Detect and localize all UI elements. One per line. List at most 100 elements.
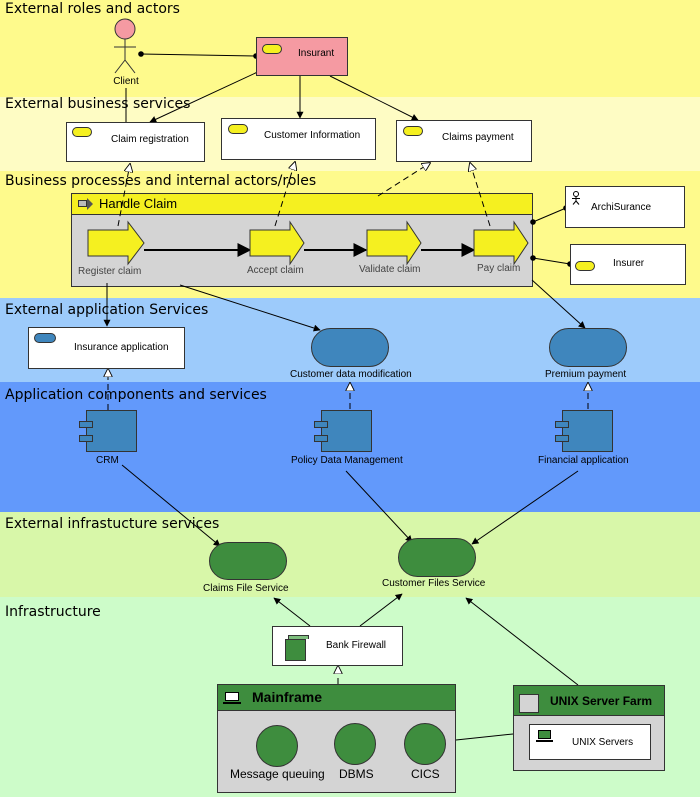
component-tab-icon [79, 435, 93, 442]
premium-payment-label: Premium payment [545, 369, 627, 380]
dbms-label: DBMS [339, 767, 374, 781]
customer-data-modification-service[interactable] [311, 328, 389, 367]
insurant-claims-payment-link [329, 75, 419, 121]
band-infrastructure-services: External infrastucture services [0, 512, 700, 597]
accept-claim-realizes-link [274, 162, 295, 227]
app-service-icon [34, 333, 56, 343]
insurer-label: Insurer [613, 258, 645, 269]
insurant-label: Insurant [298, 48, 335, 59]
handle-claim-title: Handle Claim [99, 196, 178, 211]
unix-farm-header: UNIX Server Farm [514, 686, 664, 716]
claims-file-service-label: Claims File Service [203, 583, 289, 594]
handle-claim-process[interactable]: Handle Claim [71, 193, 533, 287]
unix-servers-node[interactable]: UNIX Servers [529, 724, 651, 760]
business-service-icon [72, 127, 92, 137]
firewall-customer-files-link [359, 593, 403, 627]
process-archisurance-link [530, 205, 569, 225]
cics-node[interactable] [404, 723, 446, 765]
customer-files-service-label: Customer Files Service [382, 578, 486, 589]
bank-firewall-node[interactable]: Bank Firewall [272, 626, 403, 666]
mainframe-title: Mainframe [252, 689, 323, 705]
computer-icon [225, 692, 239, 701]
financial-application-label: Financial application [538, 455, 629, 466]
client-label: Client [113, 76, 139, 87]
insurance-application-label: Insurance application [74, 342, 169, 353]
financial-application-component[interactable] [555, 410, 613, 452]
mainframe-node[interactable]: Mainframe Message queuing DBMS CICS [217, 684, 456, 793]
validate-claim-step-shape[interactable] [366, 220, 422, 266]
client-insurant-link [138, 51, 259, 59]
node-icon-depth [288, 635, 309, 639]
unix-farm-title: UNIX Server Farm [550, 694, 653, 708]
claims-file-service[interactable] [209, 542, 287, 580]
register-customer-data-link [179, 284, 321, 332]
register-claim-realizes-link [117, 164, 130, 227]
accept-claim-label: Accept claim [247, 265, 304, 276]
pay-premium-payment-link [531, 279, 586, 329]
dbms-node[interactable] [334, 723, 376, 765]
component-tab-icon [555, 435, 569, 442]
message-queuing-node[interactable] [256, 725, 298, 767]
customer-files-service[interactable] [398, 538, 476, 577]
band-title-business-services: External business services [5, 96, 191, 112]
unix-server-farm-node[interactable]: UNIX Server Farm UNIX Servers [513, 685, 665, 771]
process-arrow-icon-tip [87, 198, 93, 210]
component-tab-icon [555, 421, 569, 428]
pdm-customer-files-link [345, 470, 413, 543]
process-insurer-link [530, 255, 573, 267]
band-title-business-processes: Business processes and internal actors/r… [5, 173, 317, 189]
band-title-infrastructure-services: External infrastucture services [5, 516, 220, 532]
crm-claims-file-link [121, 464, 221, 547]
business-service-icon [403, 126, 423, 136]
insurant-claim-registration-link [149, 69, 263, 123]
process-claims-payment-link [377, 163, 430, 197]
client-actor-icon[interactable] [114, 18, 136, 74]
handle-claim-header: Handle Claim [72, 194, 532, 215]
role-icon [575, 261, 595, 271]
financial-customer-files-link [471, 470, 579, 545]
premium-payment-service[interactable] [549, 328, 627, 367]
insurer-role[interactable]: Insurer [570, 244, 686, 285]
pay-claim-step-shape[interactable] [473, 220, 529, 266]
business-service-icon [228, 124, 248, 134]
component-tab-icon [314, 421, 328, 428]
role-icon [262, 44, 282, 54]
computer-icon [538, 730, 551, 739]
message-queuing-label: Message queuing [230, 767, 325, 781]
unix-customer-files-link [465, 597, 579, 686]
customer-data-modification-label: Customer data modification [290, 369, 412, 380]
claim-registration-label: Claim registration [111, 134, 189, 145]
band-title-infrastructure: Infrastructure [5, 604, 101, 620]
unix-servers-label: UNIX Servers [572, 737, 634, 748]
claims-payment-service[interactable]: Claims payment [396, 120, 532, 162]
process-arrow-icon [78, 200, 87, 207]
node-icon [519, 694, 539, 713]
firewall-claims-file-link [273, 597, 311, 627]
band-title-application-components: Application components and services [5, 387, 267, 403]
bank-firewall-label: Bank Firewall [326, 640, 387, 651]
accept-claim-step-shape[interactable] [249, 220, 305, 266]
archisurance-actor[interactable]: ArchiSurance [565, 186, 685, 228]
register-claim-label: Register claim [78, 266, 142, 277]
pay-claim-label: Pay claim [477, 263, 521, 274]
band-title-roles: External roles and actors [5, 1, 180, 17]
validate-claim-label: Validate claim [359, 264, 421, 275]
crm-component[interactable] [79, 410, 137, 452]
customer-information-service[interactable]: Customer Information [221, 118, 376, 160]
claim-registration-service[interactable]: Claim registration [66, 122, 205, 162]
register-claim-step-shape[interactable] [87, 220, 145, 266]
component-tab-icon [314, 435, 328, 442]
policy-data-management-component[interactable] [314, 410, 372, 452]
archisurance-label: ArchiSurance [591, 202, 652, 213]
crm-label: CRM [96, 455, 119, 466]
cics-label: CICS [411, 767, 440, 781]
computer-icon-base [536, 740, 553, 742]
policy-data-management-label: Policy Data Management [291, 455, 403, 466]
insurance-application-service[interactable]: Insurance application [28, 327, 185, 369]
insurant-role[interactable]: Insurant [256, 37, 348, 76]
claims-payment-label: Claims payment [442, 132, 514, 143]
mainframe-unix-link [455, 733, 514, 741]
component-tab-icon [79, 421, 93, 428]
mainframe-header: Mainframe [218, 685, 455, 711]
